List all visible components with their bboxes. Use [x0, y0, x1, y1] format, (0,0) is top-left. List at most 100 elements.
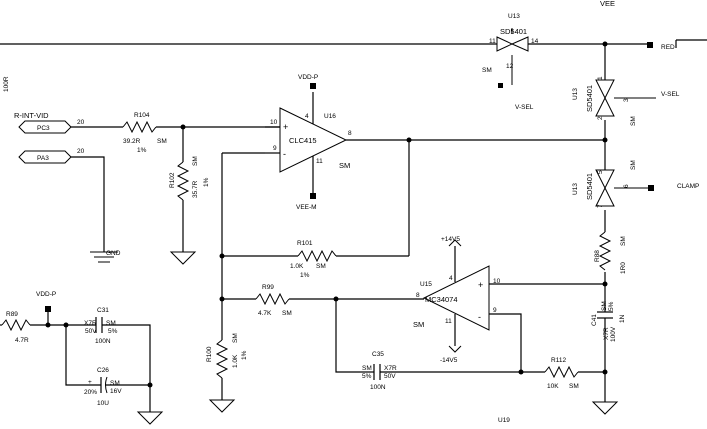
u13b-pin2: 2: [597, 116, 604, 120]
c31-dielectric: X7R: [84, 320, 97, 327]
r112-ref: R112: [551, 357, 566, 364]
top-bus-wiring: [0, 39, 707, 48]
p14v5-label: +14V5: [441, 236, 460, 243]
u13a-analog-switch: [496, 28, 529, 88]
c26-tol: 20%: [84, 389, 97, 396]
pa3-gnd-wiring: [71, 156, 118, 263]
pc3-pin: 20: [77, 119, 85, 126]
c26-value: 10U: [97, 400, 109, 407]
vee-m-label: VEE-M: [296, 204, 317, 211]
c26-volt: 16V: [110, 388, 122, 395]
r89-wiring: [0, 306, 164, 425]
c41-tol: 5%: [608, 301, 615, 311]
u13b-pin3: 3: [623, 98, 630, 102]
r102-ref: R102: [169, 172, 176, 188]
u15-plus: +: [478, 280, 483, 290]
c31-pkg: SM: [106, 320, 116, 327]
pa3-label: PA3: [37, 155, 49, 162]
r100-ref: R100: [206, 346, 213, 362]
c31-volt: 50V: [85, 328, 97, 335]
u16-pin11: 11: [316, 158, 323, 165]
r100-tol: 1%: [241, 350, 248, 360]
v-sel-label-2: V-SEL: [661, 91, 680, 98]
u16-pin8: 8: [348, 130, 352, 137]
r88-value: 1R0: [620, 262, 627, 274]
u16-output-wiring: [219, 137, 605, 340]
c35-pkg: SM: [362, 365, 372, 372]
u13c-pkg: SM: [630, 160, 637, 170]
u16-pin9: 9: [273, 145, 277, 152]
u13c-pin7: 7: [597, 204, 604, 208]
pc3-label: PC3: [37, 125, 50, 132]
c41-pkg: SM: [601, 301, 608, 311]
vdd-p-label-1: VDD-P: [298, 74, 318, 81]
r-int-vid-label: R-INT-VID: [14, 111, 49, 120]
u15-pin10: 10: [493, 278, 501, 285]
r88-resistor: [598, 231, 612, 271]
r100-pkg: SM: [232, 333, 239, 343]
r104-value: 39.2R: [123, 138, 141, 145]
u13a-pin14: 14: [531, 38, 539, 45]
vdd-p-label-2: VDD-P: [36, 291, 56, 298]
u15-ref: U15: [420, 281, 432, 288]
r89-ref: R89: [6, 311, 18, 318]
c41-ref: C41: [591, 314, 598, 326]
u13b-pin1: 1: [597, 76, 604, 80]
r104-wiring: [71, 120, 280, 265]
u13b-part: SD5401: [585, 85, 594, 112]
r102-tol: 1%: [203, 177, 210, 187]
u15-part: MC34074: [425, 295, 458, 304]
r101-value: 1.0K: [290, 263, 304, 270]
u16-pkg: SM: [339, 161, 350, 170]
u13b-pkg: SM: [630, 116, 637, 126]
c35-ref: C35: [372, 351, 384, 358]
u13a-pkg: SM: [482, 67, 492, 74]
r100-resistor: [208, 339, 236, 413]
r104-pkg: SM: [157, 138, 167, 145]
r104-ref: R104: [134, 112, 150, 119]
u16-plus: +: [283, 122, 288, 132]
u13c-ref: U13: [572, 183, 579, 195]
u19-label: U19: [498, 417, 510, 424]
u15-pin8: 8: [416, 292, 420, 299]
gnd-label: GND: [106, 250, 121, 257]
u13c-pin6: 6: [623, 184, 630, 188]
pa3-connector: [18, 150, 72, 164]
r102-value: 35.7R: [192, 180, 199, 198]
red-label: RED: [661, 44, 675, 51]
c31-tol: 5%: [108, 328, 118, 335]
c31-value: 100N: [95, 338, 111, 345]
u16-pin4: 4: [305, 113, 309, 120]
u15-opamp: [422, 239, 605, 372]
r101-pkg: SM: [316, 263, 326, 270]
r112-pkg: SM: [569, 383, 579, 390]
u13a-pin12: 12: [506, 63, 514, 70]
clamp-label: CLAMP: [677, 183, 699, 190]
r101-ref: R101: [297, 240, 313, 247]
u13b-analog-switch: [595, 79, 656, 117]
u15-pkg: SM: [413, 320, 424, 329]
c41-value: 1N: [619, 314, 626, 323]
r100-value: 1.0K: [232, 354, 239, 368]
u13-top-label: U13: [508, 13, 520, 20]
c35-volt: 50V: [384, 373, 396, 380]
u16-part: CLC415: [289, 136, 317, 145]
c26-plus: +: [88, 379, 92, 386]
r89-value: 4.7R: [15, 337, 29, 344]
v-sel-label-1: V-SEL: [515, 104, 534, 111]
u15-minus: -: [478, 312, 481, 322]
c35-dielectric: X7R: [384, 365, 397, 372]
u15-pin9: 9: [493, 307, 497, 314]
r88-pkg: SM: [620, 236, 627, 246]
u15-pin11: 11: [445, 318, 452, 325]
r99-wiring: [222, 292, 424, 373]
u16-ref: U16: [324, 113, 336, 120]
r112-value: 10K: [547, 383, 559, 390]
r112-resistor: [521, 365, 605, 379]
c35-tol: 5%: [362, 373, 372, 380]
c31-ref: C31: [97, 307, 109, 314]
c41-capacitor: [597, 300, 613, 330]
u13c-part: SD5401: [585, 173, 594, 200]
r99-pkg: SM: [282, 310, 292, 317]
